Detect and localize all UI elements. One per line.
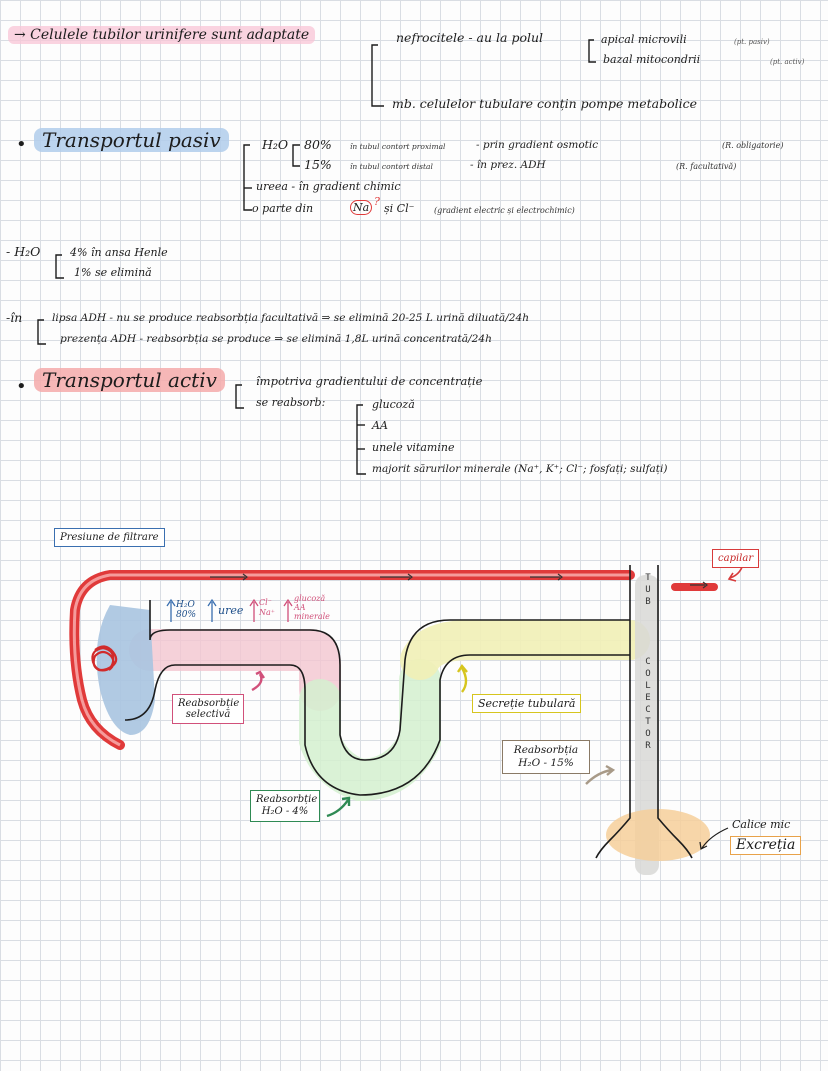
pasiv-na-note: (gradient electric și electrochimic) [434,206,575,215]
in-l2: prezența ADH - reabsorbția se produce ⇒ … [60,333,492,345]
activ-title: Transportul activ [34,368,225,392]
green-arrow [326,796,351,818]
lbl-calice: Calice mic [732,818,791,831]
pasiv-p15-b: - în prez. ADH [470,159,546,171]
pasiv-title: Transportul pasiv [34,128,229,152]
line1-a1-bot-note: (pt. activ) [770,58,805,66]
colector-letter: T [645,717,651,727]
colector-letter: O [645,729,651,739]
pasiv-na: Na [350,200,373,215]
line1-a1: nefrocitele - au la polul [396,30,544,45]
bullet-dot-2: • [16,376,27,397]
tubule-outline [124,565,693,859]
in-l1: lipsa ADH - nu se produce reabsorbția fa… [52,312,530,324]
colector-letter: R [645,741,651,751]
calyx-arrow [699,827,729,850]
pasiv-na-a: o parte din [252,202,314,215]
blood-vessel [69,570,718,750]
arrows-up-pink [249,598,293,622]
pink-arrow [251,670,265,692]
pasiv-p15-text: în tubul contort distal [350,162,433,171]
activ-l1: împotriva gradientului de concentrație [256,374,483,388]
pasiv-p80-note: (R. obligatorie) [722,141,784,150]
box-reab15: Reabsorbția H₂O - 15% [502,740,590,774]
pink-band [129,629,341,711]
calyx-band [606,809,710,861]
pasiv-na-b: și Cl⁻ [384,202,415,215]
line1-a1-top-note: (pt. pasiv) [734,38,770,46]
pasiv-na-q: ? [374,195,380,208]
activ-item-3: unele vitamine [372,441,455,454]
line1-a1-top: apical microvili [601,33,687,46]
colector-letter: L [645,681,651,691]
box-reab-sel: Reabsorbție selectivă [172,694,244,724]
line1-lead: → Celulele tubilor urinifere sunt adapta… [8,26,316,44]
green-band [299,659,441,802]
tub-letter: T [645,573,651,583]
yellow-band [400,620,650,680]
box-presiune: Presiune de filtrare [54,528,165,547]
bowman-capsule [96,605,155,735]
pasiv-p80: 80% [304,137,332,152]
pasiv-p80-b: - prin gradient osmotic [476,139,599,151]
pasiv-uree: ureea - în gradient chimic [256,180,401,193]
pasiv-p80-text: în tubul contort proximal [350,142,446,151]
activ-item-1: glucoză [372,398,415,411]
line1-a1-bot: bazal mitocondrii [603,53,701,66]
tub-letter: B [645,597,651,607]
activ-l2: se reabsorb: [256,396,326,409]
lbl-uree: uree [218,604,244,617]
yellow-arrow [457,663,468,693]
h2o-l2: 1% se elimină [74,266,152,279]
in-lead: -în [6,310,23,325]
box-excretie: Excreția [730,836,802,855]
activ-item-4: majorit sărurilor minerale (Na⁺, K⁺; Cl⁻… [372,463,668,475]
colector-letter: O [645,669,651,679]
box-reab4: Reabsorbție H₂O - 4% [250,790,320,822]
tub-letters: T U B [642,572,654,608]
pasiv-p15-note: (R. facultativă) [676,162,737,171]
collector-band [635,575,659,875]
pasiv-h2o: H₂O [262,137,289,152]
colector-letter: C [645,705,651,715]
colector-letter: C [645,657,651,667]
h2o-l1: 4% în ansa Henle [70,246,168,259]
colector-letter: E [645,693,651,703]
arrows-up [166,598,217,622]
lbl-clna: Cl⁻ Na⁺ [259,598,275,617]
pasiv-p15: 15% [304,157,332,172]
tub-letter: U [645,585,651,595]
h2o-lead: - H₂O [6,244,41,259]
lbl-h2o80: H₂O 80% [176,600,197,620]
activ-item-2: AA [372,419,388,432]
box-capilar: capilar [712,549,760,568]
brown-arrow [585,764,616,785]
bullet-dot: • [16,134,27,155]
line1-a2: mb. celulelor tubulare conțin pompe meta… [392,96,698,111]
lbl-gluc: glucoză AA minerale [294,594,330,621]
box-secretie: Secreție tubulară [472,694,582,713]
colector-letters: C O L E C T O R [642,656,654,752]
